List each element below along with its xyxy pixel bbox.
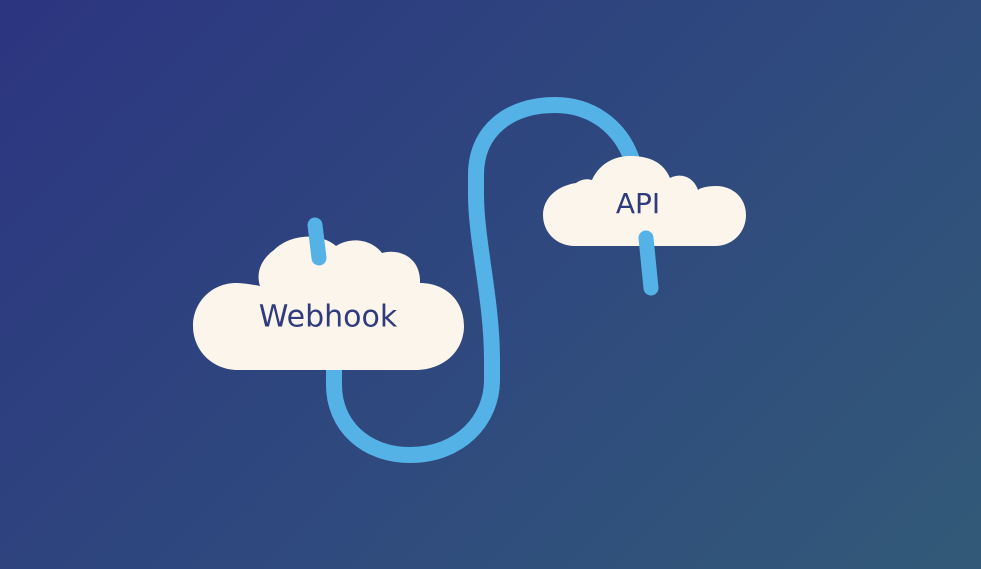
api-cloud: API [543,156,746,296]
connection-cable [326,96,640,464]
webhook-cloud-shape [193,236,464,370]
webhook-label: Webhook [259,300,398,335]
api-cloud-shape [543,156,746,246]
api-plug [638,230,659,296]
webhook-plug [307,217,327,266]
webhook-cloud: Webhook [193,217,464,370]
api-label: API [616,187,660,220]
